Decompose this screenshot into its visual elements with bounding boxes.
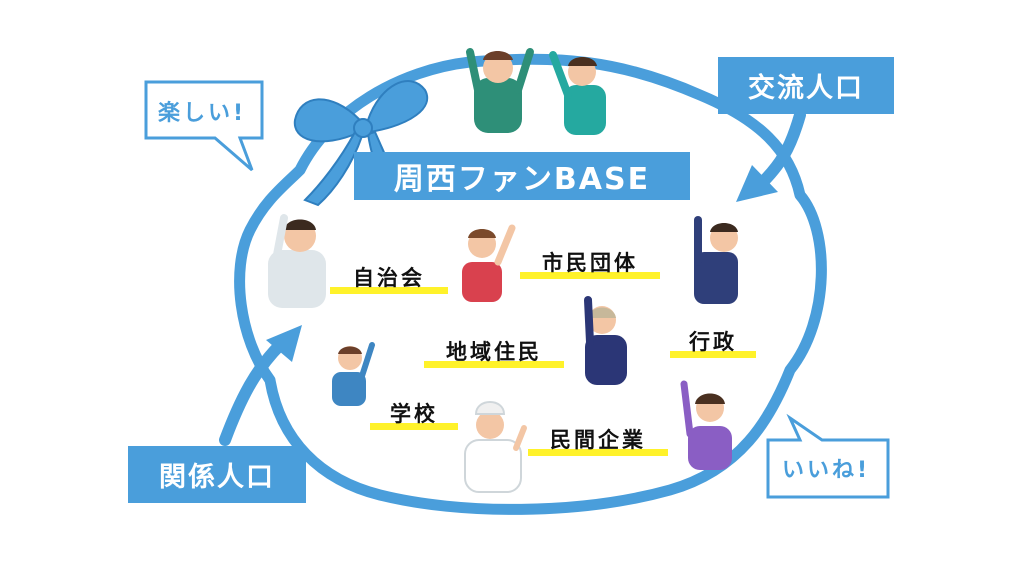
person-navy-elder-icon: [584, 296, 627, 385]
arrow-related-icon: [219, 325, 302, 446]
bubble-fun-text: 楽しい!: [158, 101, 247, 126]
label-citizen-groups: 市民団体: [520, 247, 660, 279]
label-neighborhood-association: 自治会: [330, 262, 448, 294]
label-administration: 行政: [670, 326, 756, 358]
label-school: 学校: [370, 398, 458, 430]
person-apron-icon: [462, 224, 516, 302]
label-local-residents: 地域住民: [424, 336, 564, 368]
title-box: 周西ファンBASE: [354, 152, 690, 200]
person-labcoat-icon: [268, 214, 326, 308]
label-private-companies: 民間企業: [528, 424, 668, 456]
title-text: 周西ファンBASE: [393, 162, 651, 197]
bubble-fun: [144, 80, 264, 172]
related-population-text: 関係人口: [159, 462, 275, 493]
person-suit-icon: [694, 216, 738, 304]
related-population-box: 関係人口: [128, 446, 306, 503]
arrow-exchange-icon: [736, 109, 806, 202]
person-purple-icon: [680, 380, 732, 470]
person-teal-cheering-icon: [549, 51, 606, 135]
exchange-population-text: 交流人口: [748, 73, 864, 104]
person-green-cheering-icon: [466, 48, 534, 133]
person-chef-icon: [464, 401, 527, 493]
person-child-icon: [332, 342, 375, 406]
bubble-nice: [766, 413, 890, 499]
bubble-nice-text: いいね!: [782, 458, 871, 483]
exchange-population-box: 交流人口: [718, 57, 894, 114]
